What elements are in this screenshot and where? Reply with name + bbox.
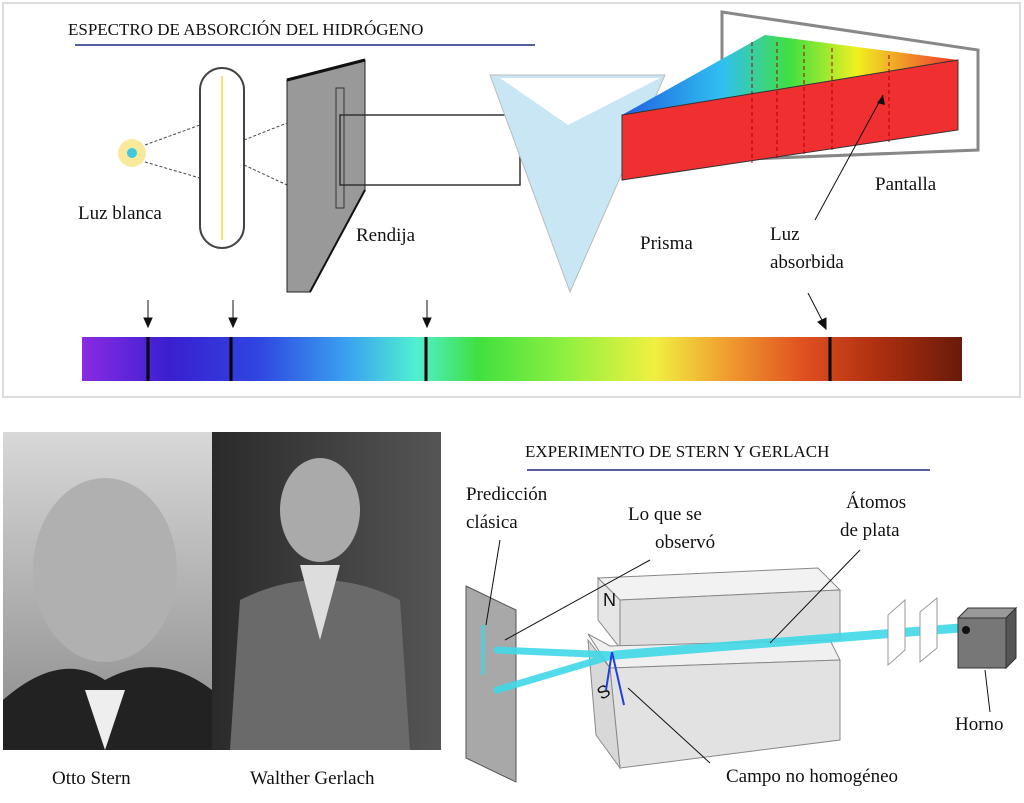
label-north: N	[603, 590, 616, 610]
detector-screen-icon	[465, 585, 517, 783]
collimator-slits-icon	[887, 596, 938, 667]
arrow-icons	[143, 292, 827, 331]
label-absorbed-light-1: Luz	[770, 224, 800, 245]
oven-icon	[956, 606, 1018, 670]
light-source-icon	[118, 139, 146, 167]
label-observed-1: Lo que se	[628, 504, 702, 525]
panel-border	[2, 2, 1021, 398]
caption-otto-stern: Otto Stern	[52, 768, 131, 789]
slit-plate-icon	[286, 59, 366, 293]
label-pointers	[485, 539, 991, 764]
field-arrows-icon	[605, 651, 625, 706]
stern-gerlach-title: EXPERIMENTO DE STERN Y GERLACH	[525, 442, 830, 461]
label-field: Campo no homogéneo	[726, 766, 899, 787]
spectrum-bar	[82, 337, 962, 381]
portrait-walther-gerlach	[212, 432, 441, 750]
label-slit: Rendija	[356, 225, 416, 246]
label-classical-1: Predicción	[466, 484, 548, 505]
absorbed-light-pointer	[814, 94, 884, 221]
label-classical-2: clásica	[466, 512, 518, 533]
label-silver-atoms-2: de plata	[840, 520, 900, 541]
absorption-lines	[146, 337, 832, 381]
label-observed-2: observó	[655, 532, 716, 553]
caption-walther-gerlach: Walther Gerlach	[250, 768, 375, 789]
magnet-north-icon	[596, 567, 842, 650]
prism-icon	[489, 74, 666, 294]
label-white-light: Luz blanca	[78, 203, 162, 224]
absorption-title: ESPECTRO DE ABSORCIÓN DEL HIDRÓGENO	[68, 20, 424, 39]
label-oven: Horno	[955, 714, 1004, 735]
label-absorbed-light-2: absorbida	[770, 252, 844, 273]
label-silver-atoms-1: Átomos	[846, 492, 907, 513]
label-prism: Prisma	[640, 233, 693, 254]
portrait-otto-stern	[3, 432, 212, 750]
label-screen: Pantalla	[875, 174, 937, 195]
